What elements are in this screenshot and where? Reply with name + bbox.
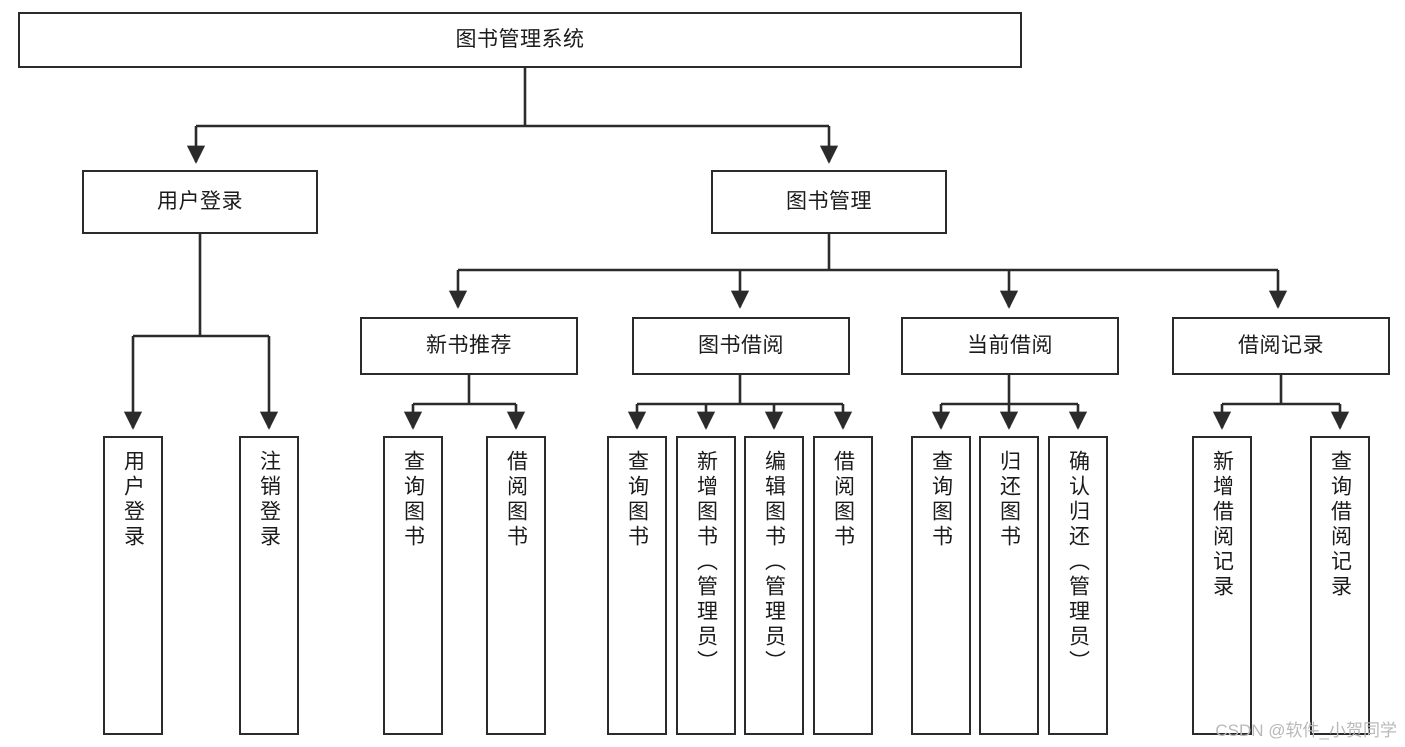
node-new-book-recommend[interactable]: 新书推荐 [360,317,578,375]
node-new-book-recommend-label: 新书推荐 [426,333,512,357]
leaf-label: 新增借阅记录 [1210,450,1234,600]
leaf-user-login-logout[interactable]: 注销登录 [239,436,299,735]
leaf-record-add[interactable]: 新增借阅记录 [1192,436,1252,735]
leaf-current-confirm-return[interactable]: 确认归还（管理员） [1048,436,1108,735]
node-current-borrow-label: 当前借阅 [967,333,1053,357]
leaf-label: 查询图书 [401,450,425,550]
leaf-label: 查询图书 [929,450,953,550]
node-root[interactable]: 图书管理系统 [18,12,1022,68]
leaf-new-book-query[interactable]: 查询图书 [383,436,443,735]
node-book-borrow[interactable]: 图书借阅 [632,317,850,375]
node-book-management-label: 图书管理 [786,189,872,213]
node-book-borrow-label: 图书借阅 [698,333,784,357]
leaf-label: 查询图书 [625,450,649,550]
leaf-borrow-edit-book[interactable]: 编辑图书（管理员） [744,436,804,735]
leaf-label: 确认归还（管理员） [1066,450,1090,675]
node-borrow-record[interactable]: 借阅记录 [1172,317,1390,375]
leaf-label: 注销登录 [257,450,281,550]
leaf-borrow-query-book[interactable]: 查询图书 [607,436,667,735]
node-user-login[interactable]: 用户登录 [82,170,318,234]
leaf-current-query-book[interactable]: 查询图书 [911,436,971,735]
leaf-label: 借阅图书 [504,450,528,550]
node-borrow-record-label: 借阅记录 [1238,333,1324,357]
node-root-label: 图书管理系统 [455,27,585,51]
leaf-borrow-add-book[interactable]: 新增图书（管理员） [676,436,736,735]
leaf-new-book-borrow[interactable]: 借阅图书 [486,436,546,735]
leaf-user-login-login[interactable]: 用户登录 [103,436,163,735]
leaf-current-return-book[interactable]: 归还图书 [979,436,1039,735]
node-current-borrow[interactable]: 当前借阅 [901,317,1119,375]
leaf-label: 查询借阅记录 [1328,450,1352,600]
leaf-label: 新增图书（管理员） [694,450,718,675]
node-user-login-label: 用户登录 [157,189,243,213]
watermark: CSDN @软件_小贺同学 [1215,721,1397,740]
leaf-label: 编辑图书（管理员） [762,450,786,675]
leaf-borrow-borrow-book[interactable]: 借阅图书 [813,436,873,735]
leaf-record-query[interactable]: 查询借阅记录 [1310,436,1370,735]
leaf-label: 借阅图书 [831,450,855,550]
node-book-management[interactable]: 图书管理 [711,170,947,234]
leaf-label: 用户登录 [121,450,145,550]
leaf-label: 归还图书 [997,450,1021,550]
